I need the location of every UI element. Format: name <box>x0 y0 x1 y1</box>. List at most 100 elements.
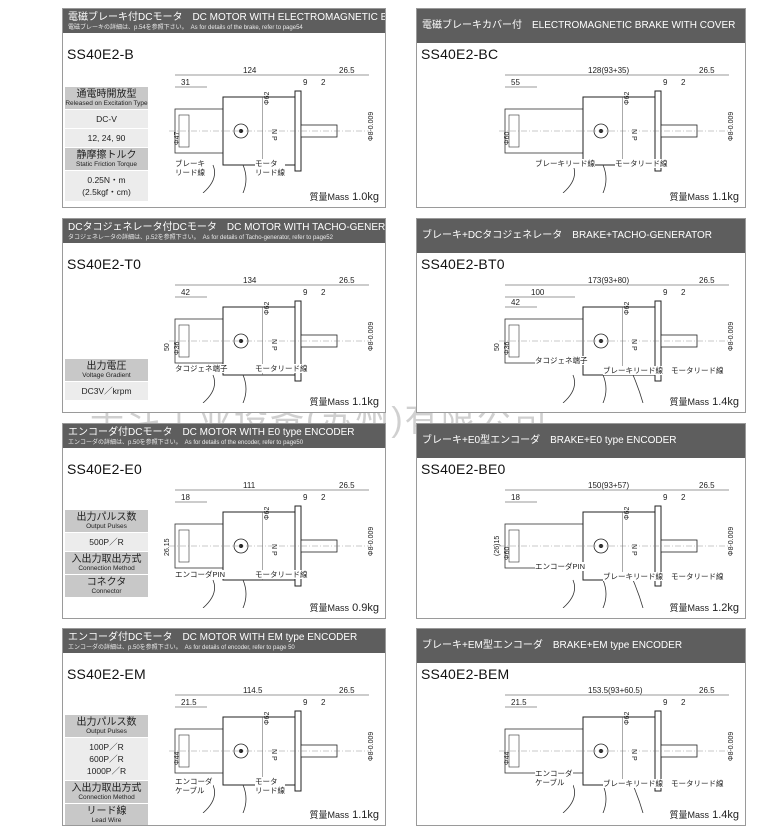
dim-d2: 9 <box>663 493 668 502</box>
panel-header: ブレーキ+E0型エンコーダ BRAKE+E0 type ENCODER <box>417 424 745 458</box>
dim-d3: 2 <box>681 288 686 297</box>
lead-wire <box>242 784 247 813</box>
lead-wire <box>632 374 644 403</box>
lead-wire <box>602 374 607 403</box>
spec-heading-en: Connection Method <box>78 565 135 572</box>
lead-label: モータリード線 <box>671 779 724 788</box>
spec-heading-jp: リード線 <box>86 806 127 817</box>
dim-total: 111 <box>243 481 256 490</box>
dim-dia-left: Φ36 <box>504 342 511 355</box>
panel-note: 電磁ブレーキの詳細は、p.54を参照下さい。 As for details of… <box>68 25 303 31</box>
panel-header: ブレーキ+EM型エンコーダ BRAKE+EM type ENCODER <box>417 629 745 663</box>
polarity-label: N P <box>270 339 277 351</box>
mass-value: 1.4kg <box>712 396 739 408</box>
lead-label: モータリード線 <box>255 570 308 579</box>
lead-label: エンコーダ ケーブル <box>175 777 213 795</box>
spec-heading-en: Connector <box>91 588 122 595</box>
spec-value: DC3V／krpm <box>65 382 148 401</box>
product-panel-ss40e2-b: 電磁ブレーキ付DCモータ DC MOTOR WITH ELECTROMAGNET… <box>62 8 386 208</box>
dim-d1: 42 <box>511 298 520 307</box>
product-panel-ss40e2-bc: 電磁ブレーキカバー付 ELECTROMAGNETIC BRAKE WITH CO… <box>416 8 746 208</box>
lead-wire <box>562 579 576 608</box>
dim-dia-body: Φ62 <box>264 507 271 520</box>
lead-label: ブレーキリード線 <box>603 572 663 581</box>
panel-header: ブレーキ+DCタコジェネレータ BRAKE+TACHO-GENERATOR <box>417 219 745 253</box>
dim-d1: 21.5 <box>511 698 527 707</box>
dim-d3: 2 <box>681 698 686 707</box>
dim-shaft: 26.5 <box>699 481 715 490</box>
mass-value: 1.0kg <box>352 191 379 203</box>
product-panel-ss40e2-t0: DCタコジェネレータ付DCモータ DC MOTOR WITH TACHO-GEN… <box>62 218 386 413</box>
model-number: SS40E2-B <box>67 46 134 62</box>
spec-heading-jp: 出力パルス数 <box>76 512 137 523</box>
spec-heading-jp: 出力電圧 <box>86 361 127 372</box>
dim-d0: 100 <box>531 288 545 297</box>
lead-wire <box>562 164 576 193</box>
dim-total: 153.5(93+60.5) <box>588 686 643 695</box>
dim-d3: 2 <box>681 78 686 87</box>
dim-tolerance-a: Φ8-0.009 <box>368 527 375 556</box>
spec-value: 12, 24, 90 <box>65 129 148 148</box>
dim-d2: 9 <box>663 288 668 297</box>
dim-dia-body: Φ62 <box>624 712 631 725</box>
dim-dia-body: Φ62 <box>264 302 271 315</box>
lead-wire <box>242 579 247 608</box>
dim-d1: 31 <box>181 78 190 87</box>
lead-label: エンコーダPIN <box>535 562 586 571</box>
polarity-label: N P <box>630 339 637 351</box>
lead-wire <box>632 784 644 813</box>
polarity-label: N P <box>630 749 637 761</box>
spec-heading-jp: コネクタ <box>86 577 127 588</box>
lead-label: モータリード線 <box>615 159 668 168</box>
dim-dia-body: Φ62 <box>624 507 631 520</box>
dim-total: 128(93+35) <box>588 66 629 75</box>
dim-dia-left: Φ44 <box>174 752 181 765</box>
dim-tolerance-a: Φ8-0.009 <box>728 732 735 761</box>
mass-spec: 質量Mass 1.1kg <box>670 190 740 203</box>
dim-shaft: 26.5 <box>699 686 715 695</box>
dim-shaft: 26.5 <box>339 66 355 75</box>
panel-title: エンコーダ付DCモータ DC MOTOR WITH EM type ENCODE… <box>68 632 358 643</box>
lead-label: モータリード線 <box>255 364 308 373</box>
product-panel-ss40e2-e0: エンコーダ付DCモータ DC MOTOR WITH E0 type ENCODE… <box>62 423 386 619</box>
lead-wire <box>202 374 216 403</box>
dim-dia-body: Φ62 <box>264 92 271 105</box>
dim-d3: 2 <box>681 493 686 502</box>
lead-label: ブレーキリード線 <box>603 366 663 375</box>
model-number: SS40E2-BC <box>421 46 499 62</box>
mass-spec: 質量Mass 1.0kg <box>310 190 380 203</box>
spec-heading-en: Connection Method <box>78 794 135 801</box>
polarity-label: N P <box>630 544 637 556</box>
polarity-label: N P <box>270 129 277 141</box>
dim-d1: 18 <box>511 493 520 502</box>
dim-dia-left: Φ60 <box>504 547 511 560</box>
dim-tolerance-a: Φ8-0.009 <box>728 112 735 141</box>
mass-spec: 質量Mass 1.2kg <box>670 601 740 614</box>
panel-title: ブレーキ+EM型エンコーダ BRAKE+EM type ENCODER <box>422 640 683 651</box>
spec-value: 500P／R <box>65 533 148 552</box>
dim-dia-body: Φ62 <box>624 302 631 315</box>
dim-shaft: 26.5 <box>699 276 715 285</box>
spec-heading-en: Voltage Gradient <box>82 372 131 379</box>
lead-wire <box>602 784 607 813</box>
dim-d3: 2 <box>321 78 326 87</box>
dim-total: 150(93+57) <box>588 481 629 490</box>
dim-dia-left: Φ47 <box>174 132 181 145</box>
spec-heading-en: Lead Wire <box>91 817 122 824</box>
dim-d3: 2 <box>321 288 326 297</box>
panel-title: エンコーダ付DCモータ DC MOTOR WITH E0 type ENCODE… <box>68 427 355 438</box>
model-number: SS40E2-EM <box>67 666 146 682</box>
mass-spec: 質量Mass 1.4kg <box>670 808 740 821</box>
mass-label: 質量Mass <box>309 603 350 613</box>
spec-heading-en: Released on Excitation Type <box>65 100 148 107</box>
spec-heading-jp: 静摩擦トルク <box>76 150 137 161</box>
